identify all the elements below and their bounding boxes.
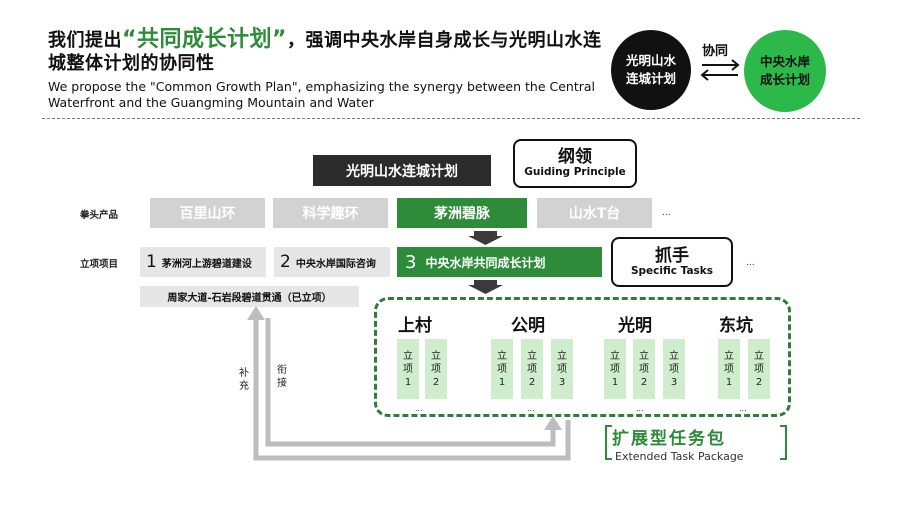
guiding-principle-box: 纲领 Guiding Principle	[513, 139, 637, 188]
district-label: 公明	[511, 316, 545, 336]
product-item: 科学趣环	[273, 198, 388, 228]
bracket-left	[605, 425, 612, 460]
arrow-down-1	[468, 231, 503, 245]
task-package-frame	[374, 297, 791, 417]
extended-package-title: 扩展型任务包	[612, 429, 726, 449]
projects-ellipsis: ...	[746, 258, 755, 268]
title-highlight: 共同成长计划	[136, 27, 272, 52]
guangming-plan-circle: 光明山水连城计划	[611, 30, 691, 110]
product-item: 百里山环	[150, 198, 265, 228]
district-label: 东坑	[719, 316, 753, 336]
connect-label: 衔接	[277, 365, 287, 389]
extended-package-subtitle: Extended Task Package	[615, 450, 744, 463]
product-item-highlight: 茅洲碧脉	[397, 198, 527, 228]
tiles-ellipsis: ...	[415, 404, 423, 413]
synergy-label: 协同	[702, 44, 729, 59]
supplement-label: 补充	[239, 368, 249, 392]
arrow-down-2	[468, 280, 503, 294]
district-label: 光明	[618, 316, 652, 336]
product-item: 山水T台	[537, 198, 652, 228]
header-divider	[42, 118, 860, 119]
tiles-ellipsis: ...	[739, 404, 747, 413]
district-label: 上村	[398, 316, 432, 336]
tiles-ellipsis: ...	[527, 404, 535, 413]
bracket-right	[780, 425, 787, 460]
projects-row-label: 立项项目	[80, 259, 119, 270]
products-row-label: 拳头产品	[80, 210, 119, 221]
subtitle-en: We propose the "Common Growth Plan", emp…	[48, 79, 596, 110]
waterfront-plan-circle: 中央水岸成长计划	[744, 30, 826, 112]
products-ellipsis: ...	[662, 208, 671, 218]
specific-tasks-box: 抓手 Specific Tasks	[611, 237, 733, 287]
page-title: 我们提出“共同成长计划”，强调中央水岸自身成长与光明山水连城整体计划的协同性	[48, 27, 602, 74]
tiles-ellipsis: ...	[636, 404, 644, 413]
guangming-plan-title: 光明山水连城计划	[313, 155, 491, 186]
double-arrow-icon	[700, 59, 740, 81]
project-extra-item: 周家大道-石岩段碧道贯通（已立项）	[140, 286, 359, 307]
